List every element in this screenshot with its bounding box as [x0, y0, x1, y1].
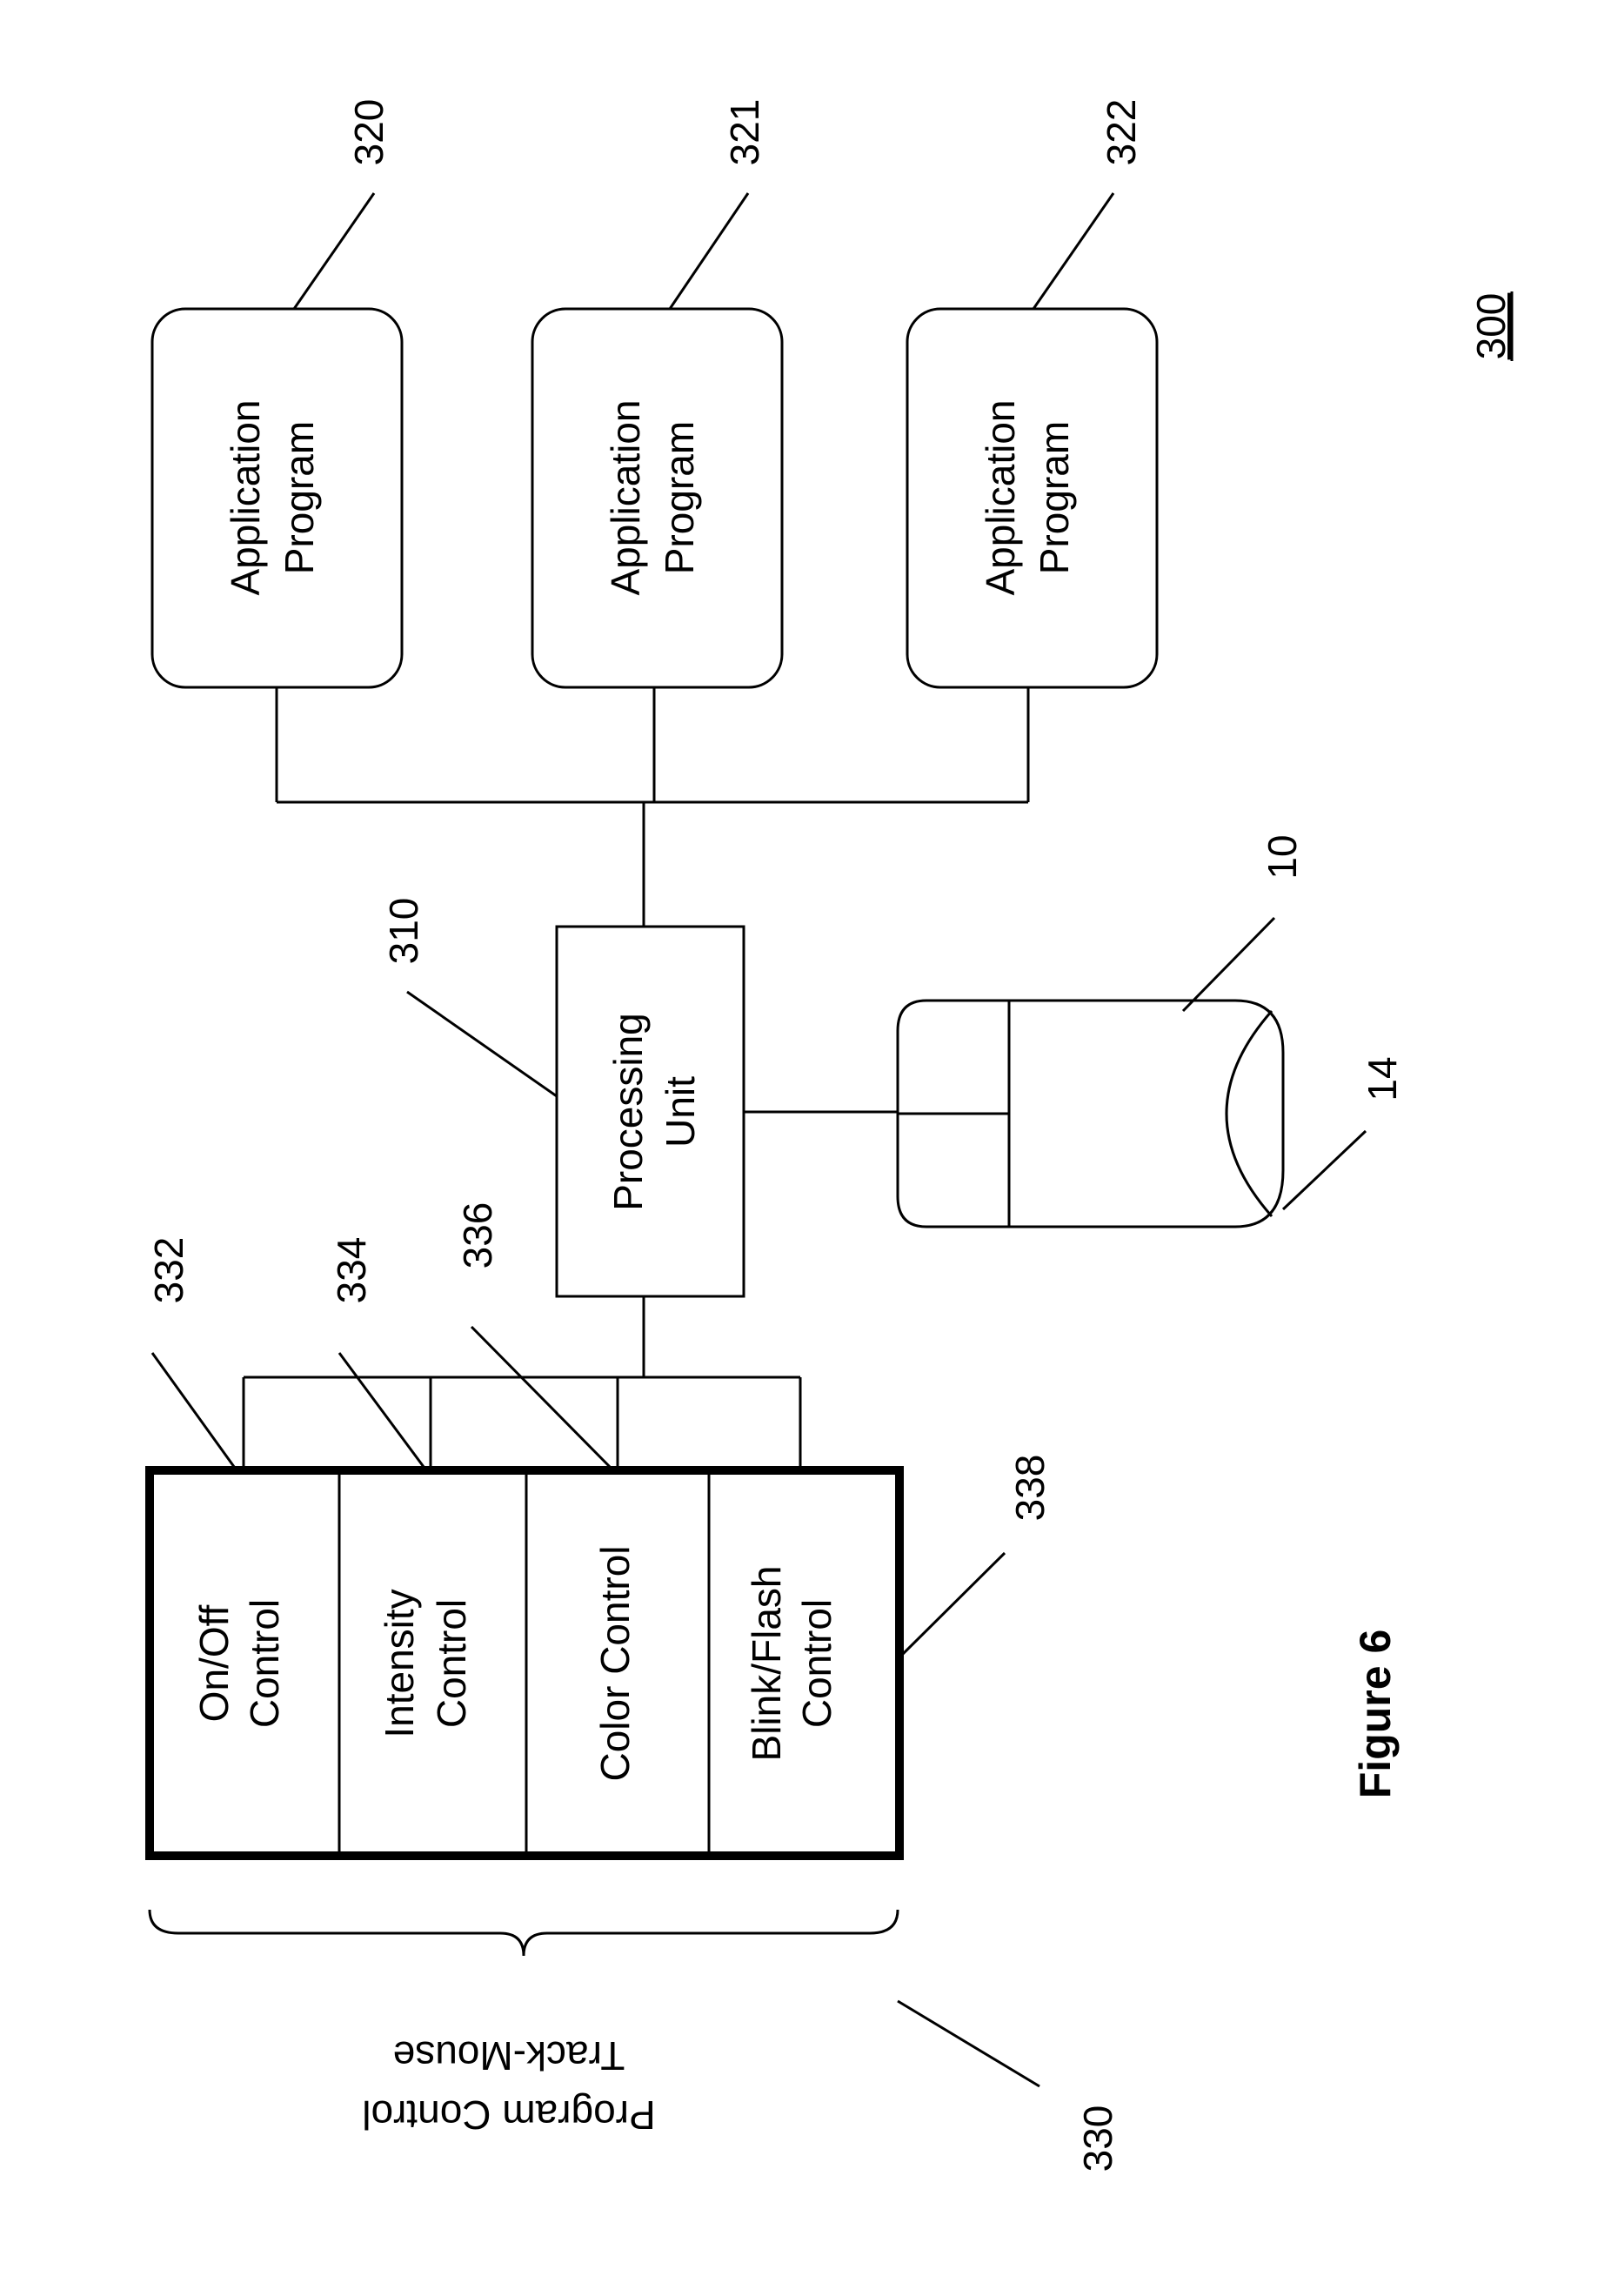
program-control-label-line2: Program Control	[362, 2092, 655, 2138]
ref-label-322: 322	[1099, 99, 1144, 166]
leader-line-10	[1181, 916, 1276, 1013]
ref-label-338: 338	[1007, 1455, 1053, 1522]
ref-label-310: 310	[381, 898, 426, 965]
leader-line-332	[150, 1352, 238, 1471]
leader-line-336	[470, 1325, 615, 1472]
control-label-intensity-line1: Intensity	[377, 1589, 422, 1737]
app-bus	[275, 687, 1030, 927]
control-bus	[242, 1376, 802, 1470]
ref-label-mouse: 10	[1260, 834, 1305, 879]
brace	[148, 1909, 899, 1957]
leader-line-310	[406, 990, 558, 1098]
leader-line-14	[1281, 1129, 1367, 1211]
figure-caption: Figure 6	[1351, 1630, 1400, 1798]
ref-label-334: 334	[329, 1237, 374, 1304]
ref-label-320: 320	[346, 99, 391, 166]
control-label-color: Color Control	[592, 1546, 638, 1782]
processing-unit-box: Processing Unit	[555, 925, 745, 1298]
app-program-label-line2: Program	[657, 421, 702, 574]
figure-number: 300	[1468, 293, 1514, 360]
app-program-box-322: Application Program	[906, 307, 1159, 689]
app-program-label-line2: Program	[1032, 421, 1077, 574]
processing-unit-label-line1: Processing	[605, 1013, 651, 1211]
control-panel	[145, 1466, 904, 1860]
ref-label-ball: 14	[1360, 1056, 1405, 1101]
control-label-blink-line1: Blink/Flash	[744, 1566, 789, 1762]
app-program-box-320: Application Program	[150, 307, 404, 689]
leader-line-334	[338, 1352, 428, 1471]
leader-line-330	[897, 1999, 1040, 2088]
control-label-onoff-line1: On/Off	[191, 1604, 237, 1722]
mouse-icon	[896, 999, 1285, 1228]
ref-label-321: 321	[722, 99, 767, 166]
leader-line-320	[292, 192, 376, 310]
leader-line-321	[668, 192, 750, 310]
ref-label-332: 332	[146, 1237, 191, 1304]
control-label-onoff-line2: Control	[242, 1599, 287, 1728]
processing-unit-label-line2: Unit	[658, 1076, 703, 1148]
app-program-label-line1: Application	[978, 399, 1023, 595]
control-label-intensity-line2: Control	[429, 1599, 474, 1728]
app-program-label-line2: Program	[277, 421, 322, 574]
program-control-label-line1: Track-Mouse	[393, 2033, 625, 2078]
leader-line-338	[898, 1551, 1006, 1659]
app-program-box-321: Application Program	[531, 307, 784, 689]
control-label-blink-line2: Control	[794, 1599, 839, 1728]
app-program-label-line1: Application	[603, 399, 648, 595]
leader-line-322	[1032, 192, 1115, 310]
ref-label-336: 336	[455, 1202, 500, 1269]
ref-label-330: 330	[1075, 2105, 1120, 2172]
app-program-label-line1: Application	[223, 399, 268, 595]
